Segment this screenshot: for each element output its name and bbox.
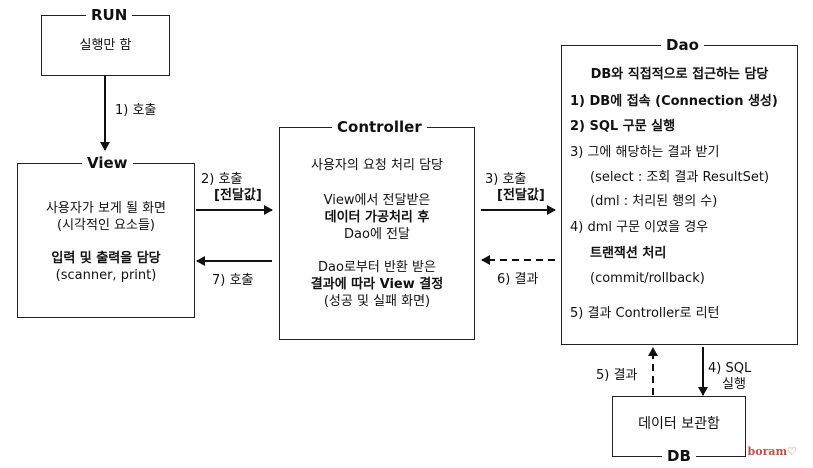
- arrow-label-6: 6) 결과: [497, 272, 539, 287]
- arrow-label-1: 1) 호출: [115, 103, 157, 118]
- arrow-label-7: 7) 호출: [212, 273, 254, 288]
- controller-line-4: Dao에 전달: [344, 227, 410, 242]
- dao-item-3: 3) 그에 해당하는 결과 받기: [570, 145, 720, 160]
- view-line-3: 입력 및 출력을 담당: [51, 251, 161, 266]
- dao-item-5: 5) 결과 Controller로 리턴: [570, 306, 720, 321]
- dao-line-1: DB와 직접적으로 접근하는 담당: [590, 67, 769, 82]
- arrow-label-2-line2: [전달값]: [214, 188, 262, 203]
- controller-line-1: 사용자의 요청 처리 담당: [311, 158, 443, 173]
- arrow-label-5: 5) 결과: [596, 368, 638, 383]
- controller-line-2: View에서 전달받은: [323, 193, 431, 208]
- dao-item-2: 2) SQL 구문 실행: [570, 119, 676, 134]
- run-text: 실행만 함: [79, 38, 132, 53]
- view-title: View: [82, 154, 133, 172]
- arrow-label-3-line1: 3) 호출: [485, 172, 527, 187]
- run-box: [41, 15, 170, 76]
- dao-box: [561, 45, 798, 345]
- view-box: [17, 163, 195, 318]
- arrow-label-4-line2: 실행: [722, 377, 746, 392]
- dao-item-4: 4) dml 구문 이였을 경우: [570, 220, 709, 235]
- controller-line-6: 결과에 따라 View 결정: [310, 277, 444, 292]
- dao-item-3a: (select : 조회 결과 ResultSet): [590, 170, 770, 185]
- view-line-1: 사용자가 보게 될 화면: [45, 201, 167, 216]
- dao-item-3b: (dml : 처리된 행의 수): [590, 194, 718, 209]
- view-line-4: (scanner, print): [55, 268, 157, 283]
- dao-item-4a: 트랜잭션 처리: [590, 246, 667, 261]
- watermark-logo: boram♡: [747, 445, 797, 458]
- dao-title: Dao: [661, 36, 704, 54]
- db-text: 데이터 보관함: [638, 416, 720, 432]
- controller-line-5: Dao로부터 반환 받은: [318, 260, 436, 275]
- run-title: RUN: [86, 6, 133, 24]
- dao-item-1: 1) DB에 접속 (Connection 생성): [570, 94, 778, 109]
- arrow-label-3-line2: [전달값]: [497, 188, 545, 203]
- controller-line-7: (성공 및 실패 화면): [323, 294, 431, 309]
- dao-item-4b: (commit/rollback): [590, 271, 705, 286]
- view-line-2: (시각적인 요소들): [57, 218, 155, 233]
- controller-line-3: 데이터 가공처리 후: [324, 210, 430, 225]
- controller-title: Controller: [332, 118, 427, 136]
- arrow-label-2-line1: 2) 호출: [201, 172, 243, 187]
- arrow-label-4-line1: 4) SQL: [708, 361, 752, 376]
- db-title: DB: [662, 447, 696, 465]
